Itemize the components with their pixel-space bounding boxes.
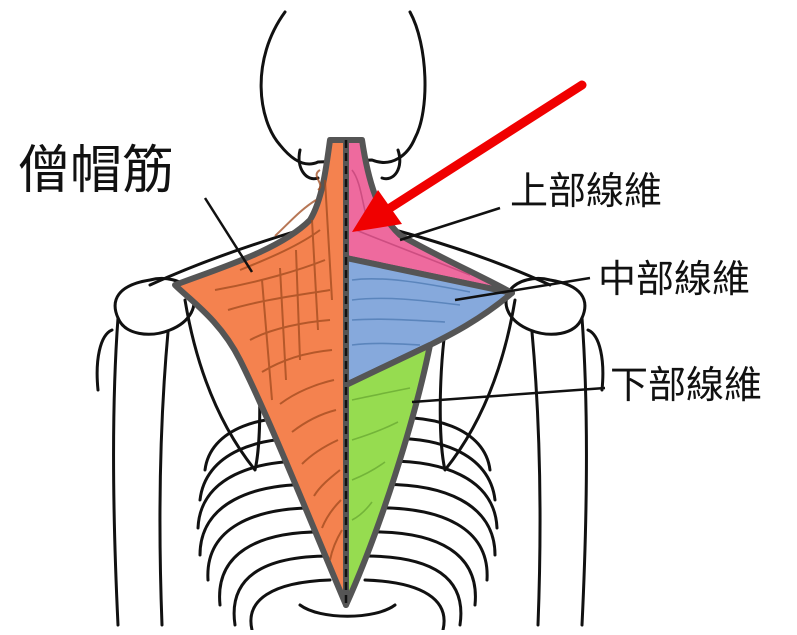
label-middle-fibers: 中部線維 — [598, 257, 750, 301]
leader-upper-fibers — [400, 208, 500, 240]
lower-fibers-region — [346, 345, 430, 605]
label-upper-fibers: 上部線維 — [510, 169, 662, 213]
left-trapezius-region — [175, 140, 346, 605]
right-shoulder — [506, 278, 585, 334]
label-trapezius: 僧帽筋 — [18, 141, 174, 201]
label-lower-fibers: 下部線維 — [610, 363, 762, 407]
left-humerus — [114, 318, 169, 625]
trapezius-muscle — [175, 140, 512, 605]
right-humerus — [532, 318, 587, 625]
